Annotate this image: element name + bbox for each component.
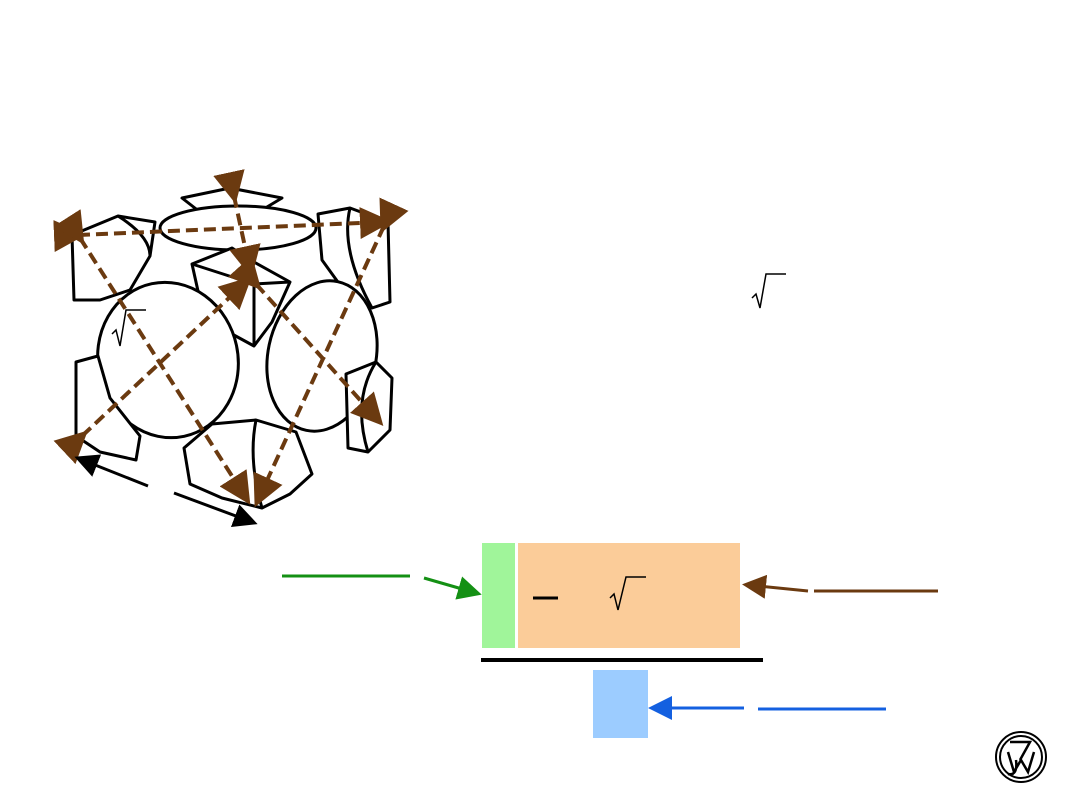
radical-sign-icon (751, 273, 786, 309)
atom-top-face (158, 204, 318, 252)
publisher-logo-icon (995, 731, 1047, 783)
numerator-atoms-highlight (482, 543, 515, 648)
green-callout-arrow (423, 576, 482, 600)
atom-front-bottom-corner (182, 418, 314, 510)
edge-length-arrow-left (74, 454, 149, 488)
edge-length-arrow-right (173, 491, 258, 527)
face-diagonals (53, 169, 409, 508)
cell-volume-highlight (593, 670, 648, 738)
radical-sign-icon (609, 576, 646, 611)
brown-callout-arrow (742, 574, 809, 599)
atom-mass-highlight (518, 543, 740, 648)
radical-sign-icon (111, 309, 146, 347)
fcc-unit-cell (70, 186, 394, 510)
